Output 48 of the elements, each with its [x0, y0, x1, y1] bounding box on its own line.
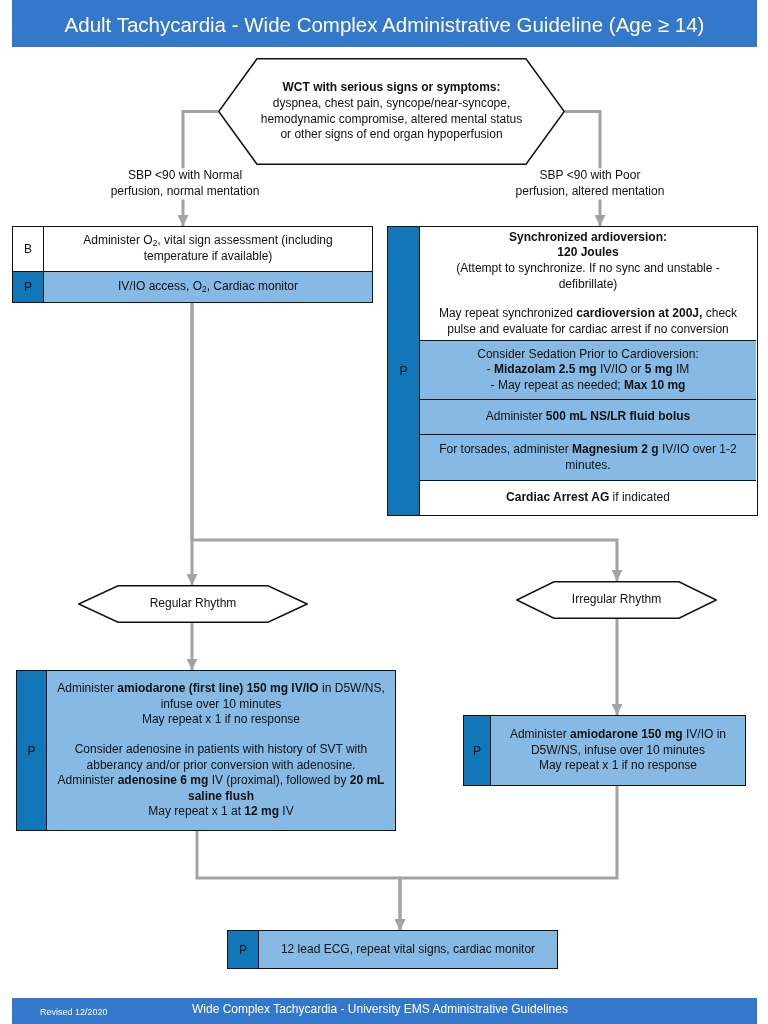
- rhythm-label: Regular Rhythm: [149, 596, 237, 612]
- protocol-box: [463, 715, 746, 786]
- protocol-box: [12, 226, 373, 272]
- instruction-text: May repeat x 1 at 12 mg IV: [148, 804, 294, 820]
- level-tag: P: [17, 671, 47, 830]
- instruction-text: - May repeat as needed; Max 10 mg: [490, 377, 686, 394]
- level-tag: P: [228, 931, 259, 968]
- decision-text: dyspnea, chest pain, syncope/near-syncope, hemodynamic compromise, altered mental status or other signs of end organ hypoperfusion: [259, 95, 524, 143]
- rhythm-hexagon: [78, 585, 308, 623]
- revision-date: Revised 12/2020: [40, 1007, 108, 1017]
- rhythm-label: Irregular Rhythm: [571, 592, 662, 608]
- rhythm-hexagon: [516, 581, 717, 619]
- instruction-text: Consider adenosine in patients with history of SVT with abberancy and/or prior conversion with adenosine.: [73, 741, 369, 774]
- heading-text: 120 Joules: [557, 245, 619, 261]
- arrow: [186, 623, 198, 670]
- instruction-text: (Attempt to synchronize. If no sync and unstable - defibrillate): [455, 260, 721, 293]
- footer-text: Wide Complex Tachycardia - University EMS Administrative Guidelines: [192, 1002, 568, 1016]
- instruction-text: Administer O$_{2}$, vital sign assessment (including temperature if available): [82, 233, 334, 265]
- instruction-text: - Midazolam 2.5 mg IV/IO or 5 mg IM: [486, 362, 690, 378]
- instruction-text: 12 lead ECG, repeat vital signs, cardiac monitor: [280, 941, 536, 958]
- instruction-text: Cardiac Arrest AG if indicated: [506, 489, 670, 506]
- arrow: [190, 303, 623, 581]
- instruction-text: May repeat x 1 if no response: [141, 712, 301, 728]
- instruction-text: Administer 500 mL NS/LR fluid bolus: [485, 409, 691, 425]
- protocol-box: [12, 271, 373, 303]
- instruction-text: Consider Sedation Prior to Cardioversion:: [477, 346, 699, 363]
- protocol-row: [420, 399, 756, 434]
- protocol-box: [227, 930, 558, 969]
- page-title: Adult Tachycardia - Wide Complex Administrative Guideline (Age ≥ 14): [64, 12, 705, 37]
- instruction-text: For torsades, administer Magnesium 2 g IV/IO over 1-2 minutes.: [438, 441, 738, 474]
- protocol-box: [387, 226, 758, 516]
- instruction-text: Administer adenosine 6 mg IV (proximal), followed by 20 mL saline flush: [56, 773, 386, 805]
- protocol-box: [16, 670, 396, 831]
- instruction-text: May repeat synchronized cardioversion at 200J, check pulse and evaluate for cardiac arrest if no conversion: [437, 306, 739, 338]
- level-tag: P: [13, 272, 44, 302]
- arrow: [611, 619, 623, 715]
- protocol-row: [420, 434, 756, 480]
- instruction-text: IV/IO access, O$_{2}$, Cardiac monitor: [117, 279, 299, 295]
- arrow: [394, 786, 619, 930]
- heading-text: Synchronized ardioversion:: [508, 229, 667, 246]
- instruction-text: May repeat x 1 if no response: [538, 758, 698, 774]
- instruction-text: Administer amiodarone 150 mg IV/IO in D5W/NS, infuse over 10 minutes: [508, 727, 728, 759]
- level-tag: P: [388, 227, 420, 515]
- decision-hexagon: [218, 58, 565, 165]
- protocol-row: [420, 340, 756, 399]
- level-tag: P: [464, 716, 491, 785]
- heading-text: WCT with serious signs or symptoms:: [282, 80, 501, 96]
- instruction-text: Administer amiodarone (first line) 150 mg IV/IO in D5W/NS, infuse over 10 minutes: [56, 681, 386, 713]
